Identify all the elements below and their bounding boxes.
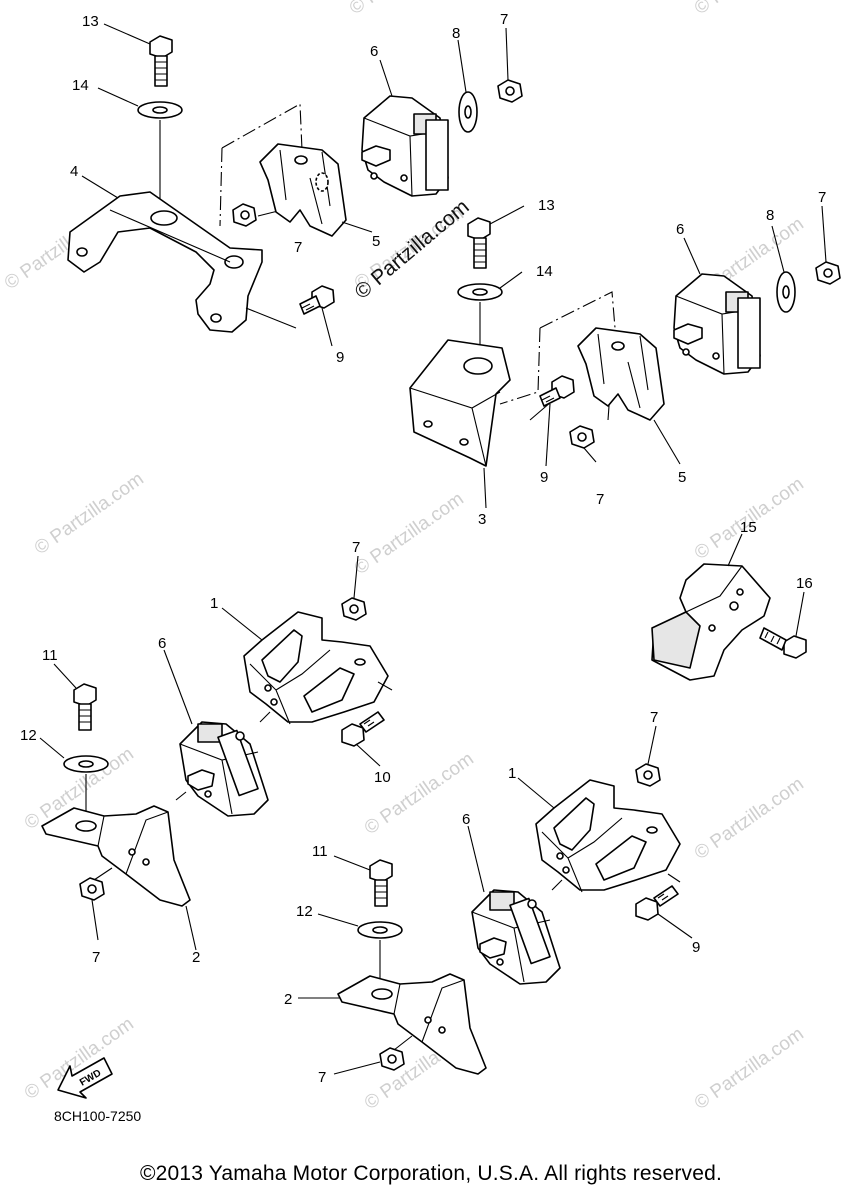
bolt-13-icon	[467, 217, 491, 269]
callout-7: 7	[500, 11, 508, 28]
copyright-notice: ©2013 Yamaha Motor Corporation, U.S.A. A…	[139, 1162, 723, 1185]
callout-7: 7	[650, 709, 658, 726]
callout-6: 6	[676, 221, 684, 238]
callout-3: 3	[478, 511, 486, 528]
group-a-front-bracket	[67, 35, 523, 333]
callout-11: 11	[312, 843, 328, 860]
bolt-9-icon	[299, 285, 335, 315]
callout-13: 13	[538, 197, 555, 214]
group-e-rear-mount-right	[337, 763, 681, 1075]
callout-7: 7	[92, 949, 100, 966]
bolt-13-icon	[149, 35, 173, 87]
callout-2: 2	[284, 991, 292, 1008]
group-c-rear-mount-left	[41, 597, 393, 907]
callout-14: 14	[536, 263, 553, 280]
bolt-11-icon	[73, 683, 97, 731]
callout-14: 14	[72, 77, 89, 94]
bolt-9-icon	[539, 375, 575, 407]
callout-8: 8	[452, 25, 460, 42]
callout-8: 8	[766, 207, 774, 224]
watermark: © Partzilla.com	[691, 773, 808, 864]
bracket-2-icon	[337, 973, 487, 1075]
bracket-2-icon	[41, 805, 191, 907]
bolt-10-icon	[341, 711, 385, 747]
bolt-11-icon	[369, 859, 393, 907]
callout-9: 9	[540, 469, 548, 486]
callout-4: 4	[70, 163, 78, 180]
watermark: © Partzilla.com	[691, 1023, 808, 1114]
watermark: © Partzilla.com	[361, 748, 478, 839]
callout-2: 2	[192, 949, 200, 966]
callout-5: 5	[372, 233, 380, 250]
leader-lines	[39, 23, 827, 1075]
callout-9: 9	[336, 349, 344, 366]
callout-7: 7	[294, 239, 302, 256]
fwd-arrow-icon: FWD	[57, 1057, 113, 1099]
callout-12: 12	[296, 903, 313, 920]
watermark: © Partzilla.com	[351, 488, 468, 579]
callout-7: 7	[352, 539, 360, 556]
bracket-1-icon	[535, 779, 681, 891]
callout-6: 6	[462, 811, 470, 828]
callout-1: 1	[508, 765, 516, 782]
callout-15: 15	[740, 519, 757, 536]
watermark: © Partzilla.com	[691, 0, 808, 19]
reference-code: 8CH100-7250	[54, 1108, 142, 1124]
callout-7: 7	[818, 189, 826, 206]
watermark-main: © Partzilla.com	[350, 195, 473, 304]
callout-6: 6	[370, 43, 378, 60]
group-b-front-bracket-right	[409, 217, 841, 467]
bracket-1-icon	[243, 611, 389, 723]
bolt-9-icon	[635, 885, 679, 921]
callout-5: 5	[678, 469, 686, 486]
callout-16: 16	[796, 575, 813, 592]
bracket-4-icon	[67, 191, 263, 333]
group-d-stopper	[651, 563, 807, 681]
callout-11: 11	[42, 647, 58, 664]
watermark: © Partzilla.com	[31, 468, 148, 559]
bolt-16-icon	[759, 627, 807, 659]
watermark: © Partzilla.com	[346, 0, 463, 19]
callout-6: 6	[158, 635, 166, 652]
bracket-3-icon	[409, 339, 511, 467]
callout-10: 10	[374, 769, 391, 786]
callout-1: 1	[210, 595, 218, 612]
callout-12: 12	[20, 727, 37, 744]
callout-9: 9	[692, 939, 700, 956]
callout-7: 7	[596, 491, 604, 508]
callout-13: 13	[82, 13, 99, 30]
callout-7: 7	[318, 1069, 326, 1086]
callout-labels: 13 14 4 8 7 6 7 5 9 13 14 8 7 6 5 7 9 3 …	[20, 11, 826, 1086]
